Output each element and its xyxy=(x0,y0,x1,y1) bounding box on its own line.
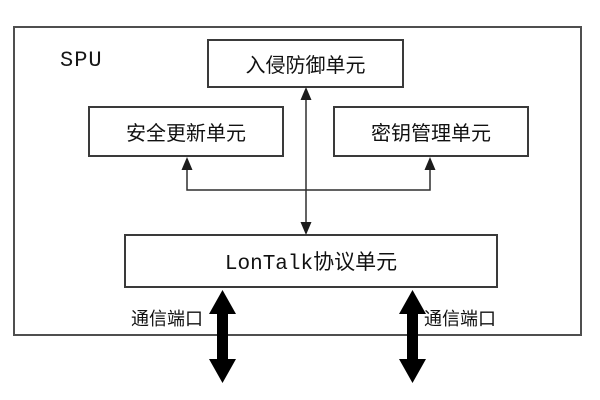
security-update-unit-label: 安全更新单元 xyxy=(126,123,246,147)
comm-port-label-left: 通信端口 xyxy=(131,311,203,331)
key-management-unit-label: 密钥管理单元 xyxy=(371,123,491,147)
spu-title-label: SPU xyxy=(60,48,103,73)
comm-port-label-right: 通信端口 xyxy=(424,311,496,331)
intrusion-prevention-unit-box: 入侵防御单元 xyxy=(207,39,404,88)
key-management-unit-box: 密钥管理单元 xyxy=(333,106,529,157)
lontalk-protocol-unit-label: LonTalk协议单元 xyxy=(224,253,398,276)
lontalk-protocol-unit-box: LonTalk协议单元 xyxy=(124,234,498,288)
intrusion-prevention-unit-label: 入侵防御单元 xyxy=(245,55,366,79)
security-update-unit-box: 安全更新单元 xyxy=(88,106,284,157)
